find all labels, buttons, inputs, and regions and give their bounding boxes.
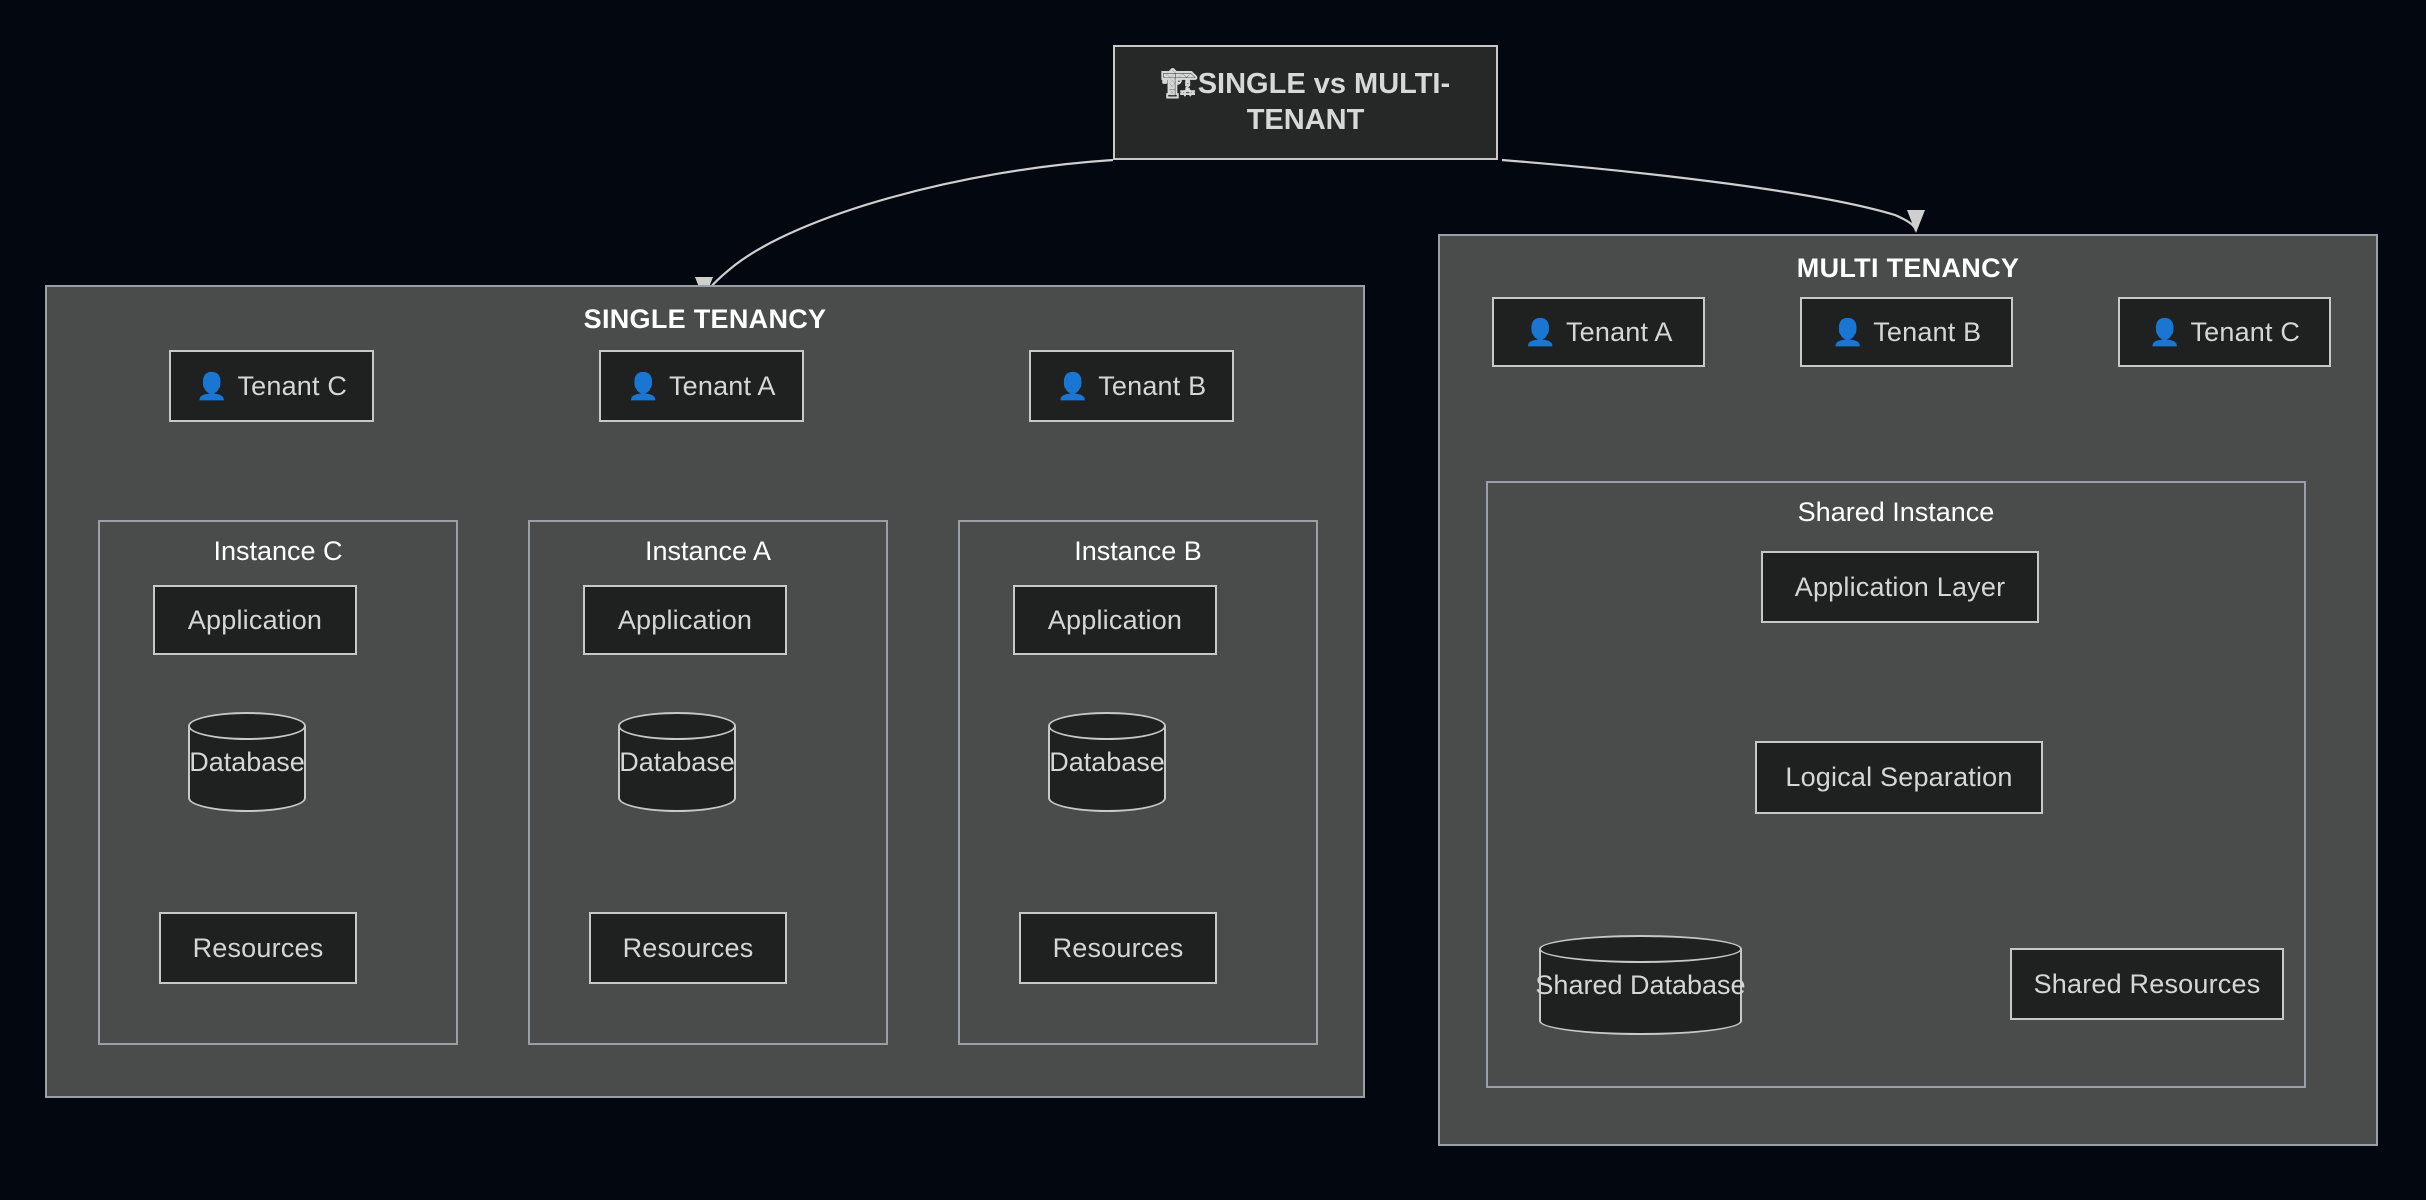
node-shared-database[interactable]: Shared Database bbox=[1535, 935, 1746, 1035]
arrowhead-title-to-multi bbox=[1907, 210, 1925, 233]
node-resources-a-label: Resources bbox=[622, 932, 754, 963]
cluster-multi-tenancy-title: MULTI TENANCY bbox=[1796, 253, 2020, 283]
node-tenant-a[interactable]: 👤 Tenant A bbox=[599, 350, 804, 422]
subcluster-instance-c[interactable]: Instance C Application Database Resource… bbox=[98, 520, 458, 1045]
node-application-c[interactable]: Application bbox=[153, 585, 357, 655]
database-cylinder-body bbox=[1539, 949, 1742, 1021]
node-database-c[interactable]: Database bbox=[188, 712, 306, 812]
node-tenant-a-label: Tenant A bbox=[668, 370, 776, 401]
node-application-b-label: Application bbox=[1047, 604, 1183, 635]
node-shared-database-label: Shared Database bbox=[1535, 969, 1746, 1000]
node-mt-tenant-b-label: Tenant B bbox=[1873, 316, 1982, 347]
node-database-a-label: Database bbox=[619, 746, 735, 777]
node-tenant-c[interactable]: 👤 Tenant C bbox=[169, 350, 374, 422]
node-resources-c[interactable]: Resources bbox=[159, 912, 357, 984]
cluster-multi-tenancy[interactable]: MULTI TENANCY 👤 Tenant A 👤 Tenant B 👤 Te… bbox=[1438, 234, 2378, 1146]
node-mt-tenant-c-label: Tenant C bbox=[2190, 316, 2301, 347]
node-application-a-label: Application bbox=[617, 604, 753, 635]
person-icon: 👤 bbox=[2148, 317, 2182, 347]
page-title-label: SINGLE vs MULTI-TENANT bbox=[1197, 68, 1451, 136]
node-mt-tenant-a[interactable]: 👤 Tenant A bbox=[1492, 297, 1705, 367]
node-database-b-label: Database bbox=[1049, 746, 1165, 777]
page-title-text: 🏗SINGLE vs MULTI-TENANT bbox=[1129, 67, 1482, 138]
node-application-layer-label: Application Layer bbox=[1794, 571, 2006, 602]
subcluster-instance-b[interactable]: Instance B Application Database Resource… bbox=[958, 520, 1318, 1045]
subcluster-shared-instance-title: Shared Instance bbox=[1797, 497, 1995, 527]
node-tenant-c-label: Tenant C bbox=[237, 370, 348, 401]
node-logical-separation[interactable]: Logical Separation bbox=[1755, 741, 2043, 814]
construction-crane-icon: 🏗 bbox=[1160, 68, 1198, 101]
node-mt-tenant-a-label: Tenant A bbox=[1565, 316, 1673, 347]
subcluster-instance-b-title: Instance B bbox=[1074, 536, 1202, 566]
node-database-c-label: Database bbox=[189, 746, 305, 777]
database-cylinder-top bbox=[1539, 935, 1742, 963]
person-icon: 👤 bbox=[1831, 317, 1865, 347]
node-database-a[interactable]: Database bbox=[618, 712, 736, 812]
subcluster-instance-a[interactable]: Instance A Application Database Resource… bbox=[528, 520, 888, 1045]
node-mt-tenant-b[interactable]: 👤 Tenant B bbox=[1800, 297, 2013, 367]
edge-title-to-single bbox=[702, 158, 1114, 299]
person-icon: 👤 bbox=[1524, 317, 1557, 347]
node-logical-separation-label: Logical Separation bbox=[1785, 762, 2013, 792]
node-tenant-b-label: Tenant B bbox=[1098, 370, 1207, 401]
database-cylinder-top bbox=[1048, 712, 1166, 740]
node-resources-c-label: Resources bbox=[192, 932, 324, 963]
cluster-single-tenancy-title: SINGLE TENANCY bbox=[583, 304, 827, 334]
node-resources-a[interactable]: Resources bbox=[589, 912, 787, 984]
node-shared-resources-label: Shared Resources bbox=[2033, 968, 2261, 999]
node-application-b[interactable]: Application bbox=[1013, 585, 1217, 655]
person-icon: 👤 bbox=[627, 371, 660, 401]
subcluster-instance-c-title: Instance C bbox=[213, 536, 343, 566]
subcluster-instance-a-title: Instance A bbox=[644, 536, 772, 566]
node-resources-b[interactable]: Resources bbox=[1019, 912, 1217, 984]
cluster-single-tenancy[interactable]: SINGLE TENANCY 👤 Tenant C Instance C App… bbox=[45, 285, 1365, 1098]
node-tenant-b[interactable]: 👤 Tenant B bbox=[1029, 350, 1234, 422]
diagram-title-node[interactable]: 🏗SINGLE vs MULTI-TENANT bbox=[1113, 45, 1498, 160]
person-icon: 👤 bbox=[195, 371, 229, 401]
node-application-a[interactable]: Application bbox=[583, 585, 787, 655]
database-cylinder-top bbox=[618, 712, 736, 740]
node-application-c-label: Application bbox=[187, 604, 323, 635]
subcluster-shared-instance[interactable]: Shared Instance Application Layer Logica… bbox=[1486, 481, 2306, 1088]
node-application-layer[interactable]: Application Layer bbox=[1761, 551, 2039, 623]
node-shared-resources[interactable]: Shared Resources bbox=[2010, 948, 2284, 1020]
database-cylinder-top bbox=[188, 712, 306, 740]
person-icon: 👤 bbox=[1056, 371, 1090, 401]
node-resources-b-label: Resources bbox=[1052, 932, 1184, 963]
edge-title-to-multi bbox=[1501, 158, 1918, 232]
node-database-b[interactable]: Database bbox=[1048, 712, 1166, 812]
node-mt-tenant-c[interactable]: 👤 Tenant C bbox=[2118, 297, 2331, 367]
